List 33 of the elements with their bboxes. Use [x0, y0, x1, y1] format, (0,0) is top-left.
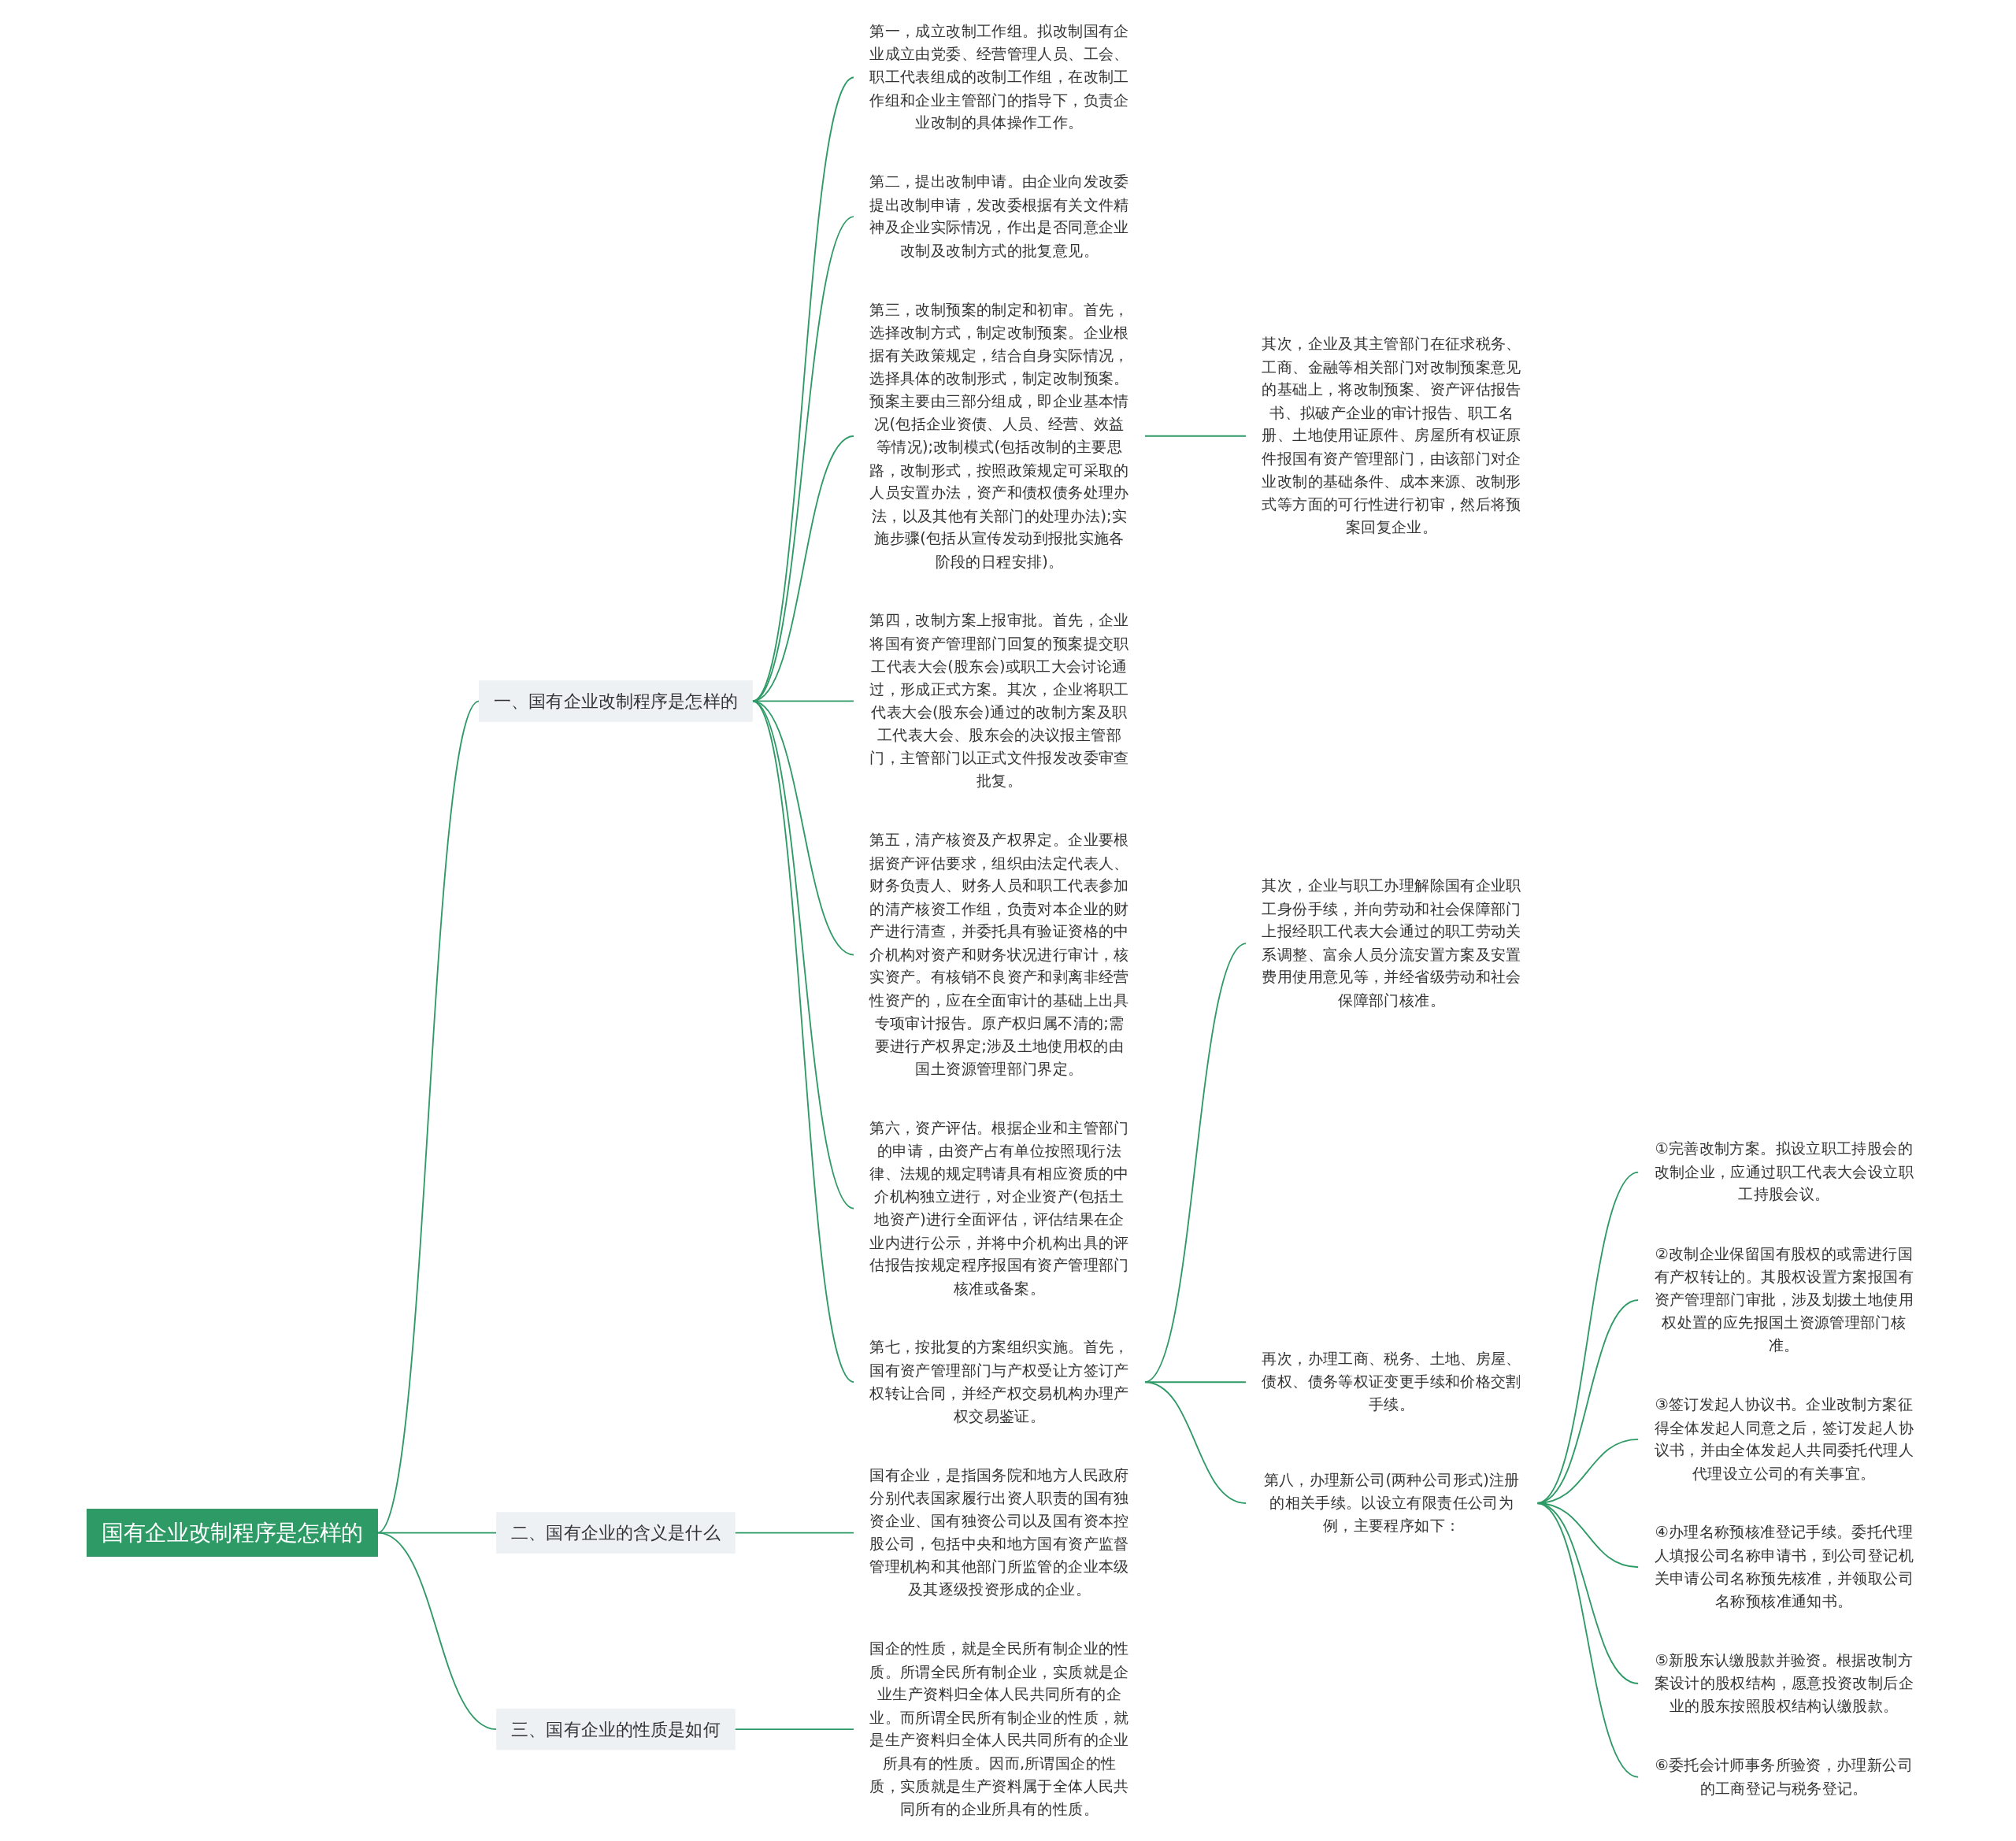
node-text: 第六，资产评估。根据企业和主管部门的申请，由资产占有单位按照现行法律、法规的规定聘请具有相应资质的中介机构独立进行，对企业资产(包括土地资产)进行全面评估，评估结果在企业内进行公示，并将中介机构出具的评估报告按规定程序报国有资产管理部门核准或备案。 — [869, 1119, 1129, 1297]
node-text: 国企的性质，就是全民所有制企业的性质。所谓全民所有制企业，实质就是企业生产资料归全体人民共同所有的企业。而所谓全民所有制企业的性质，就是生产资料归全体人民共同所有的企业所具有的性质。因而,所谓国企的性质，实质就是生产资料属于全体人民共同所有的企业所具有的性质。 — [869, 1639, 1129, 1818]
node-text: 第三，改制预案的制定和初审。首先，选择改制方式，制定改制预案。企业根据有关政策规定，结合自身实际情况，选择具体的改制形式，制定改制预案。预案主要由三部分组成，即企业基本情况(包括企业资债、人员、经营、效益等情况);改制模式(包括改制的主要思路，改制形式，按照政策规定可采取的人员安置办法，资产和债权债务处理办法，以及其他有关部门的处理办法);实施步骤(包括从宣传发动到报批实施各阶段的日程安排)。 — [869, 301, 1129, 570]
node-text: ⑥委托会计师事务所验资，办理新公司的工商登记与税务登记。 — [1655, 1756, 1913, 1797]
connector — [1536, 1502, 1640, 1778]
connector — [734, 1728, 855, 1731]
node-text: 第八，办理新公司(两种公司形式)注册的相关手续。以设立有限责任公司为例，主要程序如下： — [1263, 1471, 1520, 1535]
connector — [751, 700, 855, 1384]
node-text: 第二，提出改制申请。由企业向发改委提出改制申请，发改委根据有关文件精神及企业实际情况，作出是否同意企业改制及改制方式的批复意见。 — [869, 172, 1129, 260]
node-text: ①完善改制方案。拟设立职工持股会的改制企业，应通过职工代表大会设立职工持股会议。 — [1654, 1139, 1914, 1204]
node-box: 国有企业改制程序是怎样的 — [86, 1509, 378, 1558]
connector — [376, 700, 480, 1534]
node-text: 其次，企业及其主管部门在征求税务、工商、金融等相关部门对改制预案意见的基础上，将改制预案、资产评估报告书、拟破产企业的审计报告、职工名册、土地使用证原件、房屋所有权证原件报国有资产管理部门，由该部门对企业改制的基础条件、成本来源、改制形式等方面的可行性进行初审，然后将预案回复企业。 — [1262, 335, 1521, 536]
node-text: ⑤新股东认缴股款并验资。根据改制方案设计的股权结构，愿意投资改制后企业的股东按照股权结构认缴股款。 — [1654, 1651, 1914, 1715]
node-box: 二、国有企业的含义是什么 — [496, 1512, 736, 1554]
node-text: 第五，清产核资及产权界定。企业要根据资产评估要求，组织由法定代表人、财务负责人、财务人员和职工代表参加的清产核资工作组，负责对本企业的财产进行清查，并委托具有验证资格的中介机构对资产和财务状况进行审计，核实资产。有核销不良资产和剥离非经营性资产的，应在全面审计的基础上出具专项审计报告。原产权归属不清的;需要进行产权界定;涉及土地使用权的由国土资源管理部门界定。 — [869, 831, 1129, 1078]
node-text: 其次，企业与职工办理解除国有企业职工身份手续，并向劳动和社会保障部门上报经职工代表大会通过的职工劳动关系调整、富余人员分流安置方案及安置费用使用意见等，并经省级劳动和社会保障部门核准。 — [1262, 876, 1521, 1009]
node-text: 第七，按批复的方案组织实施。首先，国有资产管理部门与产权受让方签订产权转让合同，并经产权交易机构办理产权交易鉴证。 — [869, 1338, 1129, 1425]
connector — [751, 700, 855, 956]
node-text: ④办理名称预核准登记手续。委托代理人填报公司名称申请书，到公司登记机关申请公司名称预先核准，并领取公司名称预核准通知书。 — [1654, 1523, 1914, 1610]
node-box: 一、国有企业改制程序是怎样的 — [479, 680, 753, 722]
node-text: ③签订发起人协议书。企业改制方案征得全体发起人同意之后，签订发起人协议书，并由全体发起人共同委托代理人代理设立公司的有关事宜。 — [1654, 1395, 1914, 1482]
node-text: 国有企业，是指国务院和地方人民政府分别代表国家履行出资人职责的国有独资企业、国有独资公司以及国有资本控股公司，包括中央和地方国有资产监督管理机构和其他部门所监管的企业本级及其逐级投资形成的企业。 — [869, 1466, 1129, 1598]
node-text: 再次，办理工商、税务、土地、房屋、债权、债务等权证变更手续和价格交割手续。 — [1262, 1350, 1521, 1413]
node-text: 第四，改制方案上报审批。首先，企业将国有资产管理部门回复的预案提交职工代表大会(股东会)或职工大会讨论通过，形成正式方案。其次，企业将职工代表大会(股东会)通过的改制方案及职工代表大会、股东会的决议报主管部门，主管部门以正式文件报发改委审查批复。 — [869, 611, 1129, 790]
node-text: ②改制企业保留国有股权的或需进行国有产权转让的。其股权设置方案报国有资产管理部门审批，涉及划拨土地使用权处置的应先报国土资源管理部门核准。 — [1654, 1245, 1914, 1354]
connector — [1143, 1381, 1247, 1504]
node-text: 第一，成立改制工作组。拟改制国有企业成立由党委、经营管理人员、工会、职工代表组成的改制工作组，在改制工作组和企业主管部门的指导下，负责企业改制的具体操作工作。 — [869, 22, 1129, 132]
node-box: 三、国有企业的性质是如何 — [496, 1708, 736, 1750]
connector — [1143, 435, 1247, 437]
connector — [751, 700, 855, 1209]
connector — [376, 1532, 498, 1731]
connector — [734, 1532, 855, 1534]
